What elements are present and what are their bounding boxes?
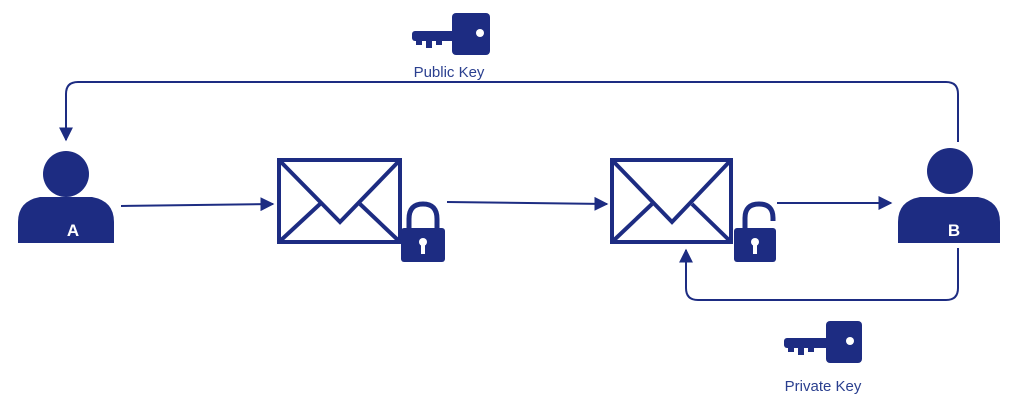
public-key-icon [412, 13, 490, 55]
envelope-icon [610, 158, 733, 244]
public-key-label: Public Key [414, 64, 485, 81]
arrow-envelope-to-envelope [446, 196, 609, 211]
arrow-a-to-envelope [120, 197, 275, 212]
user-b-label: B [948, 221, 960, 240]
user-b-icon [898, 148, 1000, 243]
padlock-closed-icon [401, 201, 445, 262]
padlock-open-icon [734, 201, 776, 262]
user-a-icon [18, 151, 114, 243]
private-key-label: Private Key [785, 378, 862, 395]
public-key-flow-arrow [59, 81, 959, 142]
private-key-flow-arrow [679, 248, 959, 301]
envelope-icon [277, 158, 402, 244]
user-a-label: A [67, 221, 79, 240]
private-key-icon [784, 321, 862, 363]
